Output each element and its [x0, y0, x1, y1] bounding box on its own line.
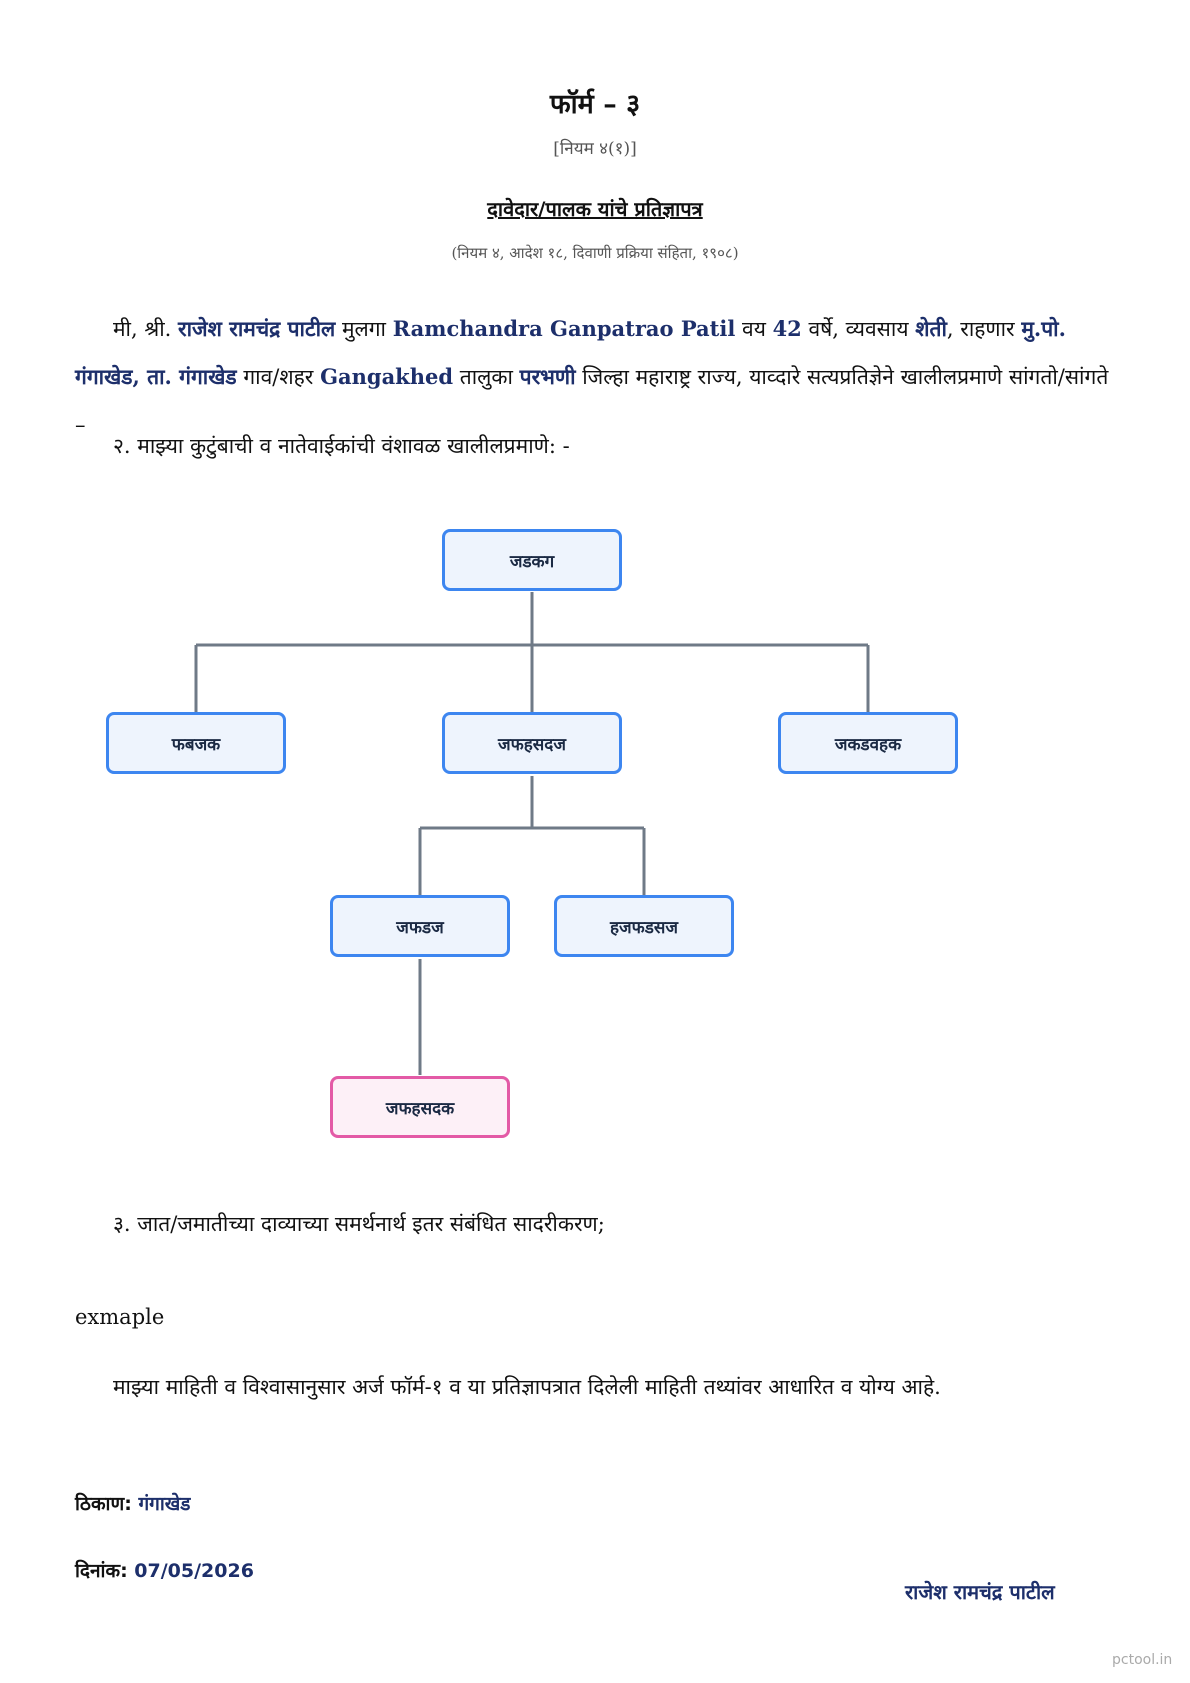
legal-reference: (नियम ४, आदेश १८, दिवाणी प्रक्रिया संहित…	[451, 244, 739, 262]
place-value: गंगाखेड	[138, 1493, 191, 1515]
date-line: दिनांक: 07/05/2026	[75, 1557, 254, 1583]
city-value: Gangakhed	[320, 364, 454, 389]
district-value: परभणी	[519, 364, 576, 389]
place-line: ठिकाण: गंगाखेड	[75, 1490, 190, 1516]
tree-node-self: जफहसदक	[330, 1076, 510, 1138]
section-2-text: २. माझ्या कुटुंबाची व नातेवाईकांची वंशाव…	[113, 434, 570, 458]
watermark: pctool.in	[1112, 1652, 1173, 1668]
text: मुलगा	[341, 317, 386, 341]
affirmation-text: माझ्या माहिती व विश्वासानुसार अर्ज फॉर्म…	[113, 1375, 941, 1399]
text: , राहणार	[946, 317, 1015, 341]
text: गाव/शहर	[243, 365, 314, 389]
tree-node-child-left: फबजक	[106, 712, 286, 774]
document-heading: दावेदार/पालक यांचे प्रतिज्ञापत्र	[487, 197, 703, 221]
age-value: 42	[772, 316, 802, 341]
tree-node-grandchild-left: जफडज	[330, 895, 510, 957]
form-title: फॉर्म – ३	[549, 89, 641, 120]
example-text: exmaple	[75, 1305, 165, 1329]
tree-node-root: जडकग	[442, 529, 622, 591]
tree-node-child-right: जकडवहक	[778, 712, 958, 774]
rule-reference: [नियम ४(१)]	[553, 139, 637, 159]
tree-node-child-mid: जफहसदज	[442, 712, 622, 774]
section-3-text: ३. जात/जमातीच्या दाव्याच्या समर्थनार्थ इ…	[113, 1212, 605, 1236]
signature-name: राजेश रामचंद्र पाटील	[905, 1580, 1055, 1604]
tree-node-grandchild-right: हजफडसज	[554, 895, 734, 957]
text: जिल्हा महाराष्ट्र राज्य, याव्दारे सत्यप्…	[75, 365, 1109, 437]
text: मी, श्री.	[113, 317, 172, 341]
date-value: 07/05/2026	[134, 1560, 254, 1582]
place-label: ठिकाण:	[75, 1493, 132, 1515]
text: वय	[742, 317, 766, 341]
text: वर्षे, व्यवसाय	[808, 317, 909, 341]
date-label: दिनांक:	[75, 1560, 128, 1582]
text: तालुका	[459, 365, 513, 389]
applicant-name: राजेश रामचंद्र पाटील	[178, 316, 336, 341]
father-name: Ramchandra Ganpatrao Patil	[392, 316, 736, 341]
declaration-paragraph: मी, श्री. राजेश रामचंद्र पाटील मुलगा Ram…	[75, 305, 1115, 449]
address-value: मु.पो. गंगाखेड, ता. गंगाखेड	[75, 316, 1066, 389]
occupation-value: शेती	[915, 316, 947, 341]
